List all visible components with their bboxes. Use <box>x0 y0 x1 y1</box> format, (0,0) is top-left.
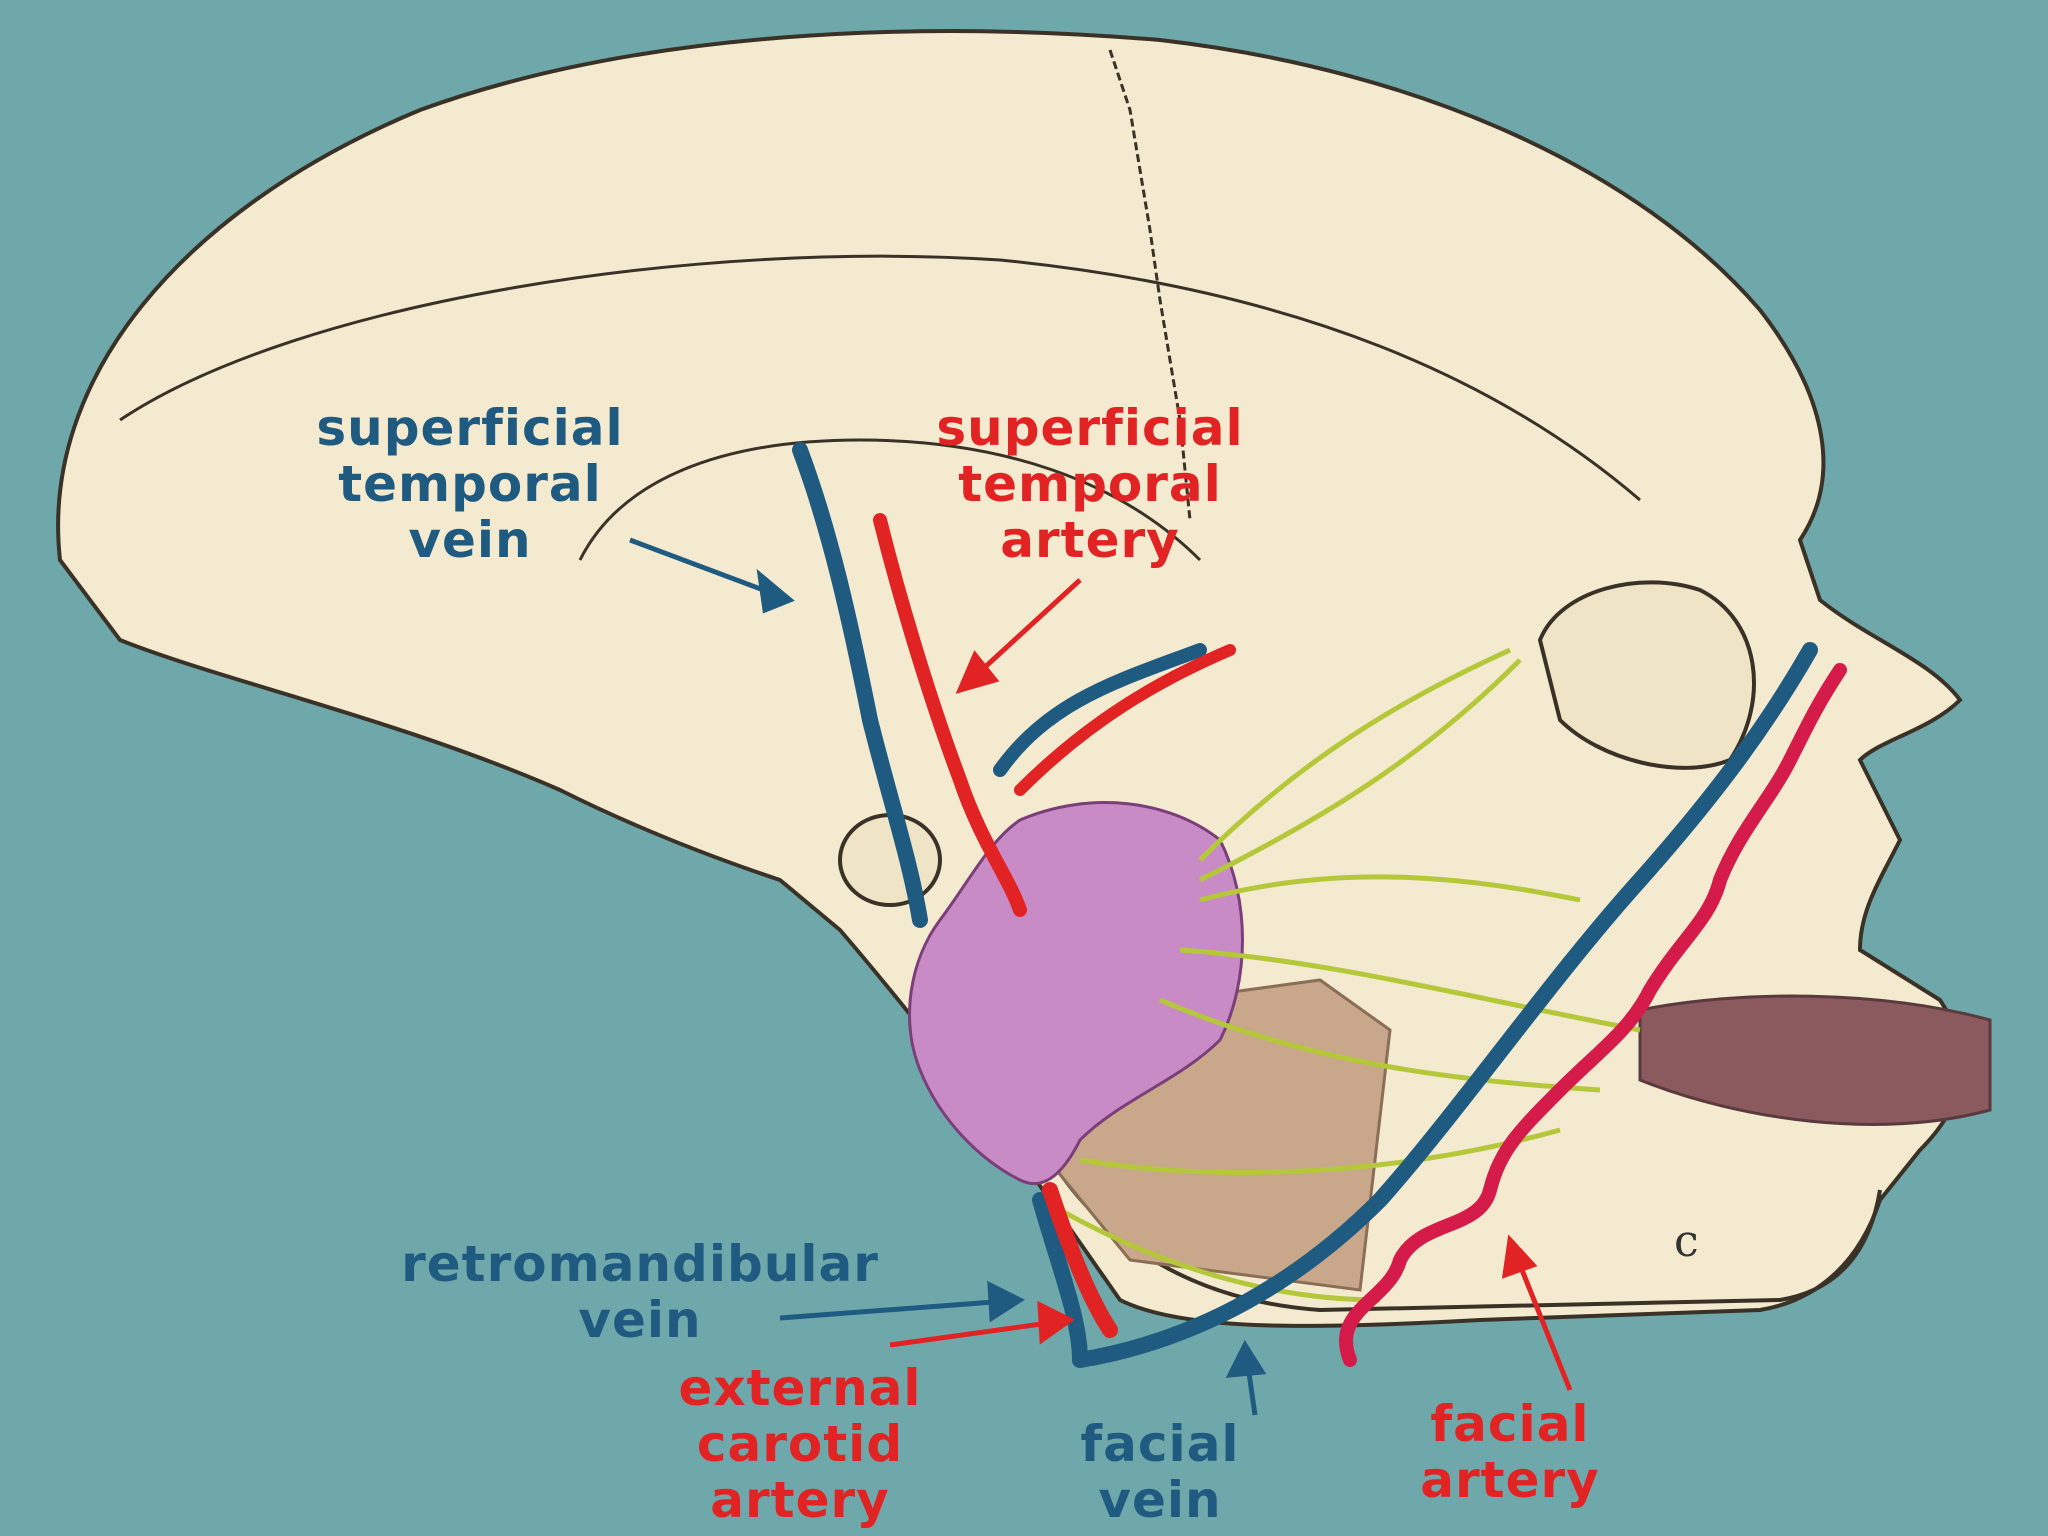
coronal-suture <box>1108 49 1192 521</box>
transverse-facial-vein-vessel <box>993 643 1207 777</box>
eca-arrowhead <box>1037 1300 1075 1345</box>
stv-arrowhead <box>756 568 795 614</box>
fa-arrowhead <box>1501 1234 1538 1279</box>
label-superficial-temporal-artery: superficial temporal artery <box>936 399 1244 569</box>
label-external-carotid-artery: external carotid artery <box>678 1359 922 1529</box>
squamous-suture <box>578 438 1202 562</box>
external-carotid-artery-vessel <box>1042 1182 1118 1338</box>
fv-arrowhead <box>1225 1339 1267 1378</box>
skull-outline <box>56 29 1964 1328</box>
rmv-arrowhead <box>987 1280 1026 1323</box>
label-facial-artery: facial artery <box>1420 1395 1600 1509</box>
orbit <box>1537 580 1756 770</box>
superficial-temporal-vein-vessel <box>792 442 928 928</box>
facial-vein-vessel <box>1072 642 1818 1368</box>
label-retromandibular-vein: retromandibular vein <box>401 1235 879 1349</box>
facial-artery-vessel <box>1338 663 1847 1367</box>
rmv-arrow <box>779 1297 1021 1321</box>
facial-nerve-branches <box>1058 647 1641 1303</box>
label-facial-vein: facial vein <box>1080 1415 1240 1529</box>
transverse-facial-artery-vessel <box>1014 644 1236 796</box>
temporal-line <box>119 254 1641 502</box>
superficial-temporal-artery-vessel <box>873 513 1027 917</box>
label-superficial-temporal-vein: superficial temporal vein <box>316 399 624 569</box>
retromandibular-vein-vessel <box>1032 1192 1088 1368</box>
label-arrows <box>629 537 1573 1416</box>
figure-letter: c <box>1674 1216 1699 1267</box>
sta-arrowhead <box>955 650 1000 694</box>
ear-canal <box>838 813 942 907</box>
lip-muscle <box>1638 994 1992 1126</box>
